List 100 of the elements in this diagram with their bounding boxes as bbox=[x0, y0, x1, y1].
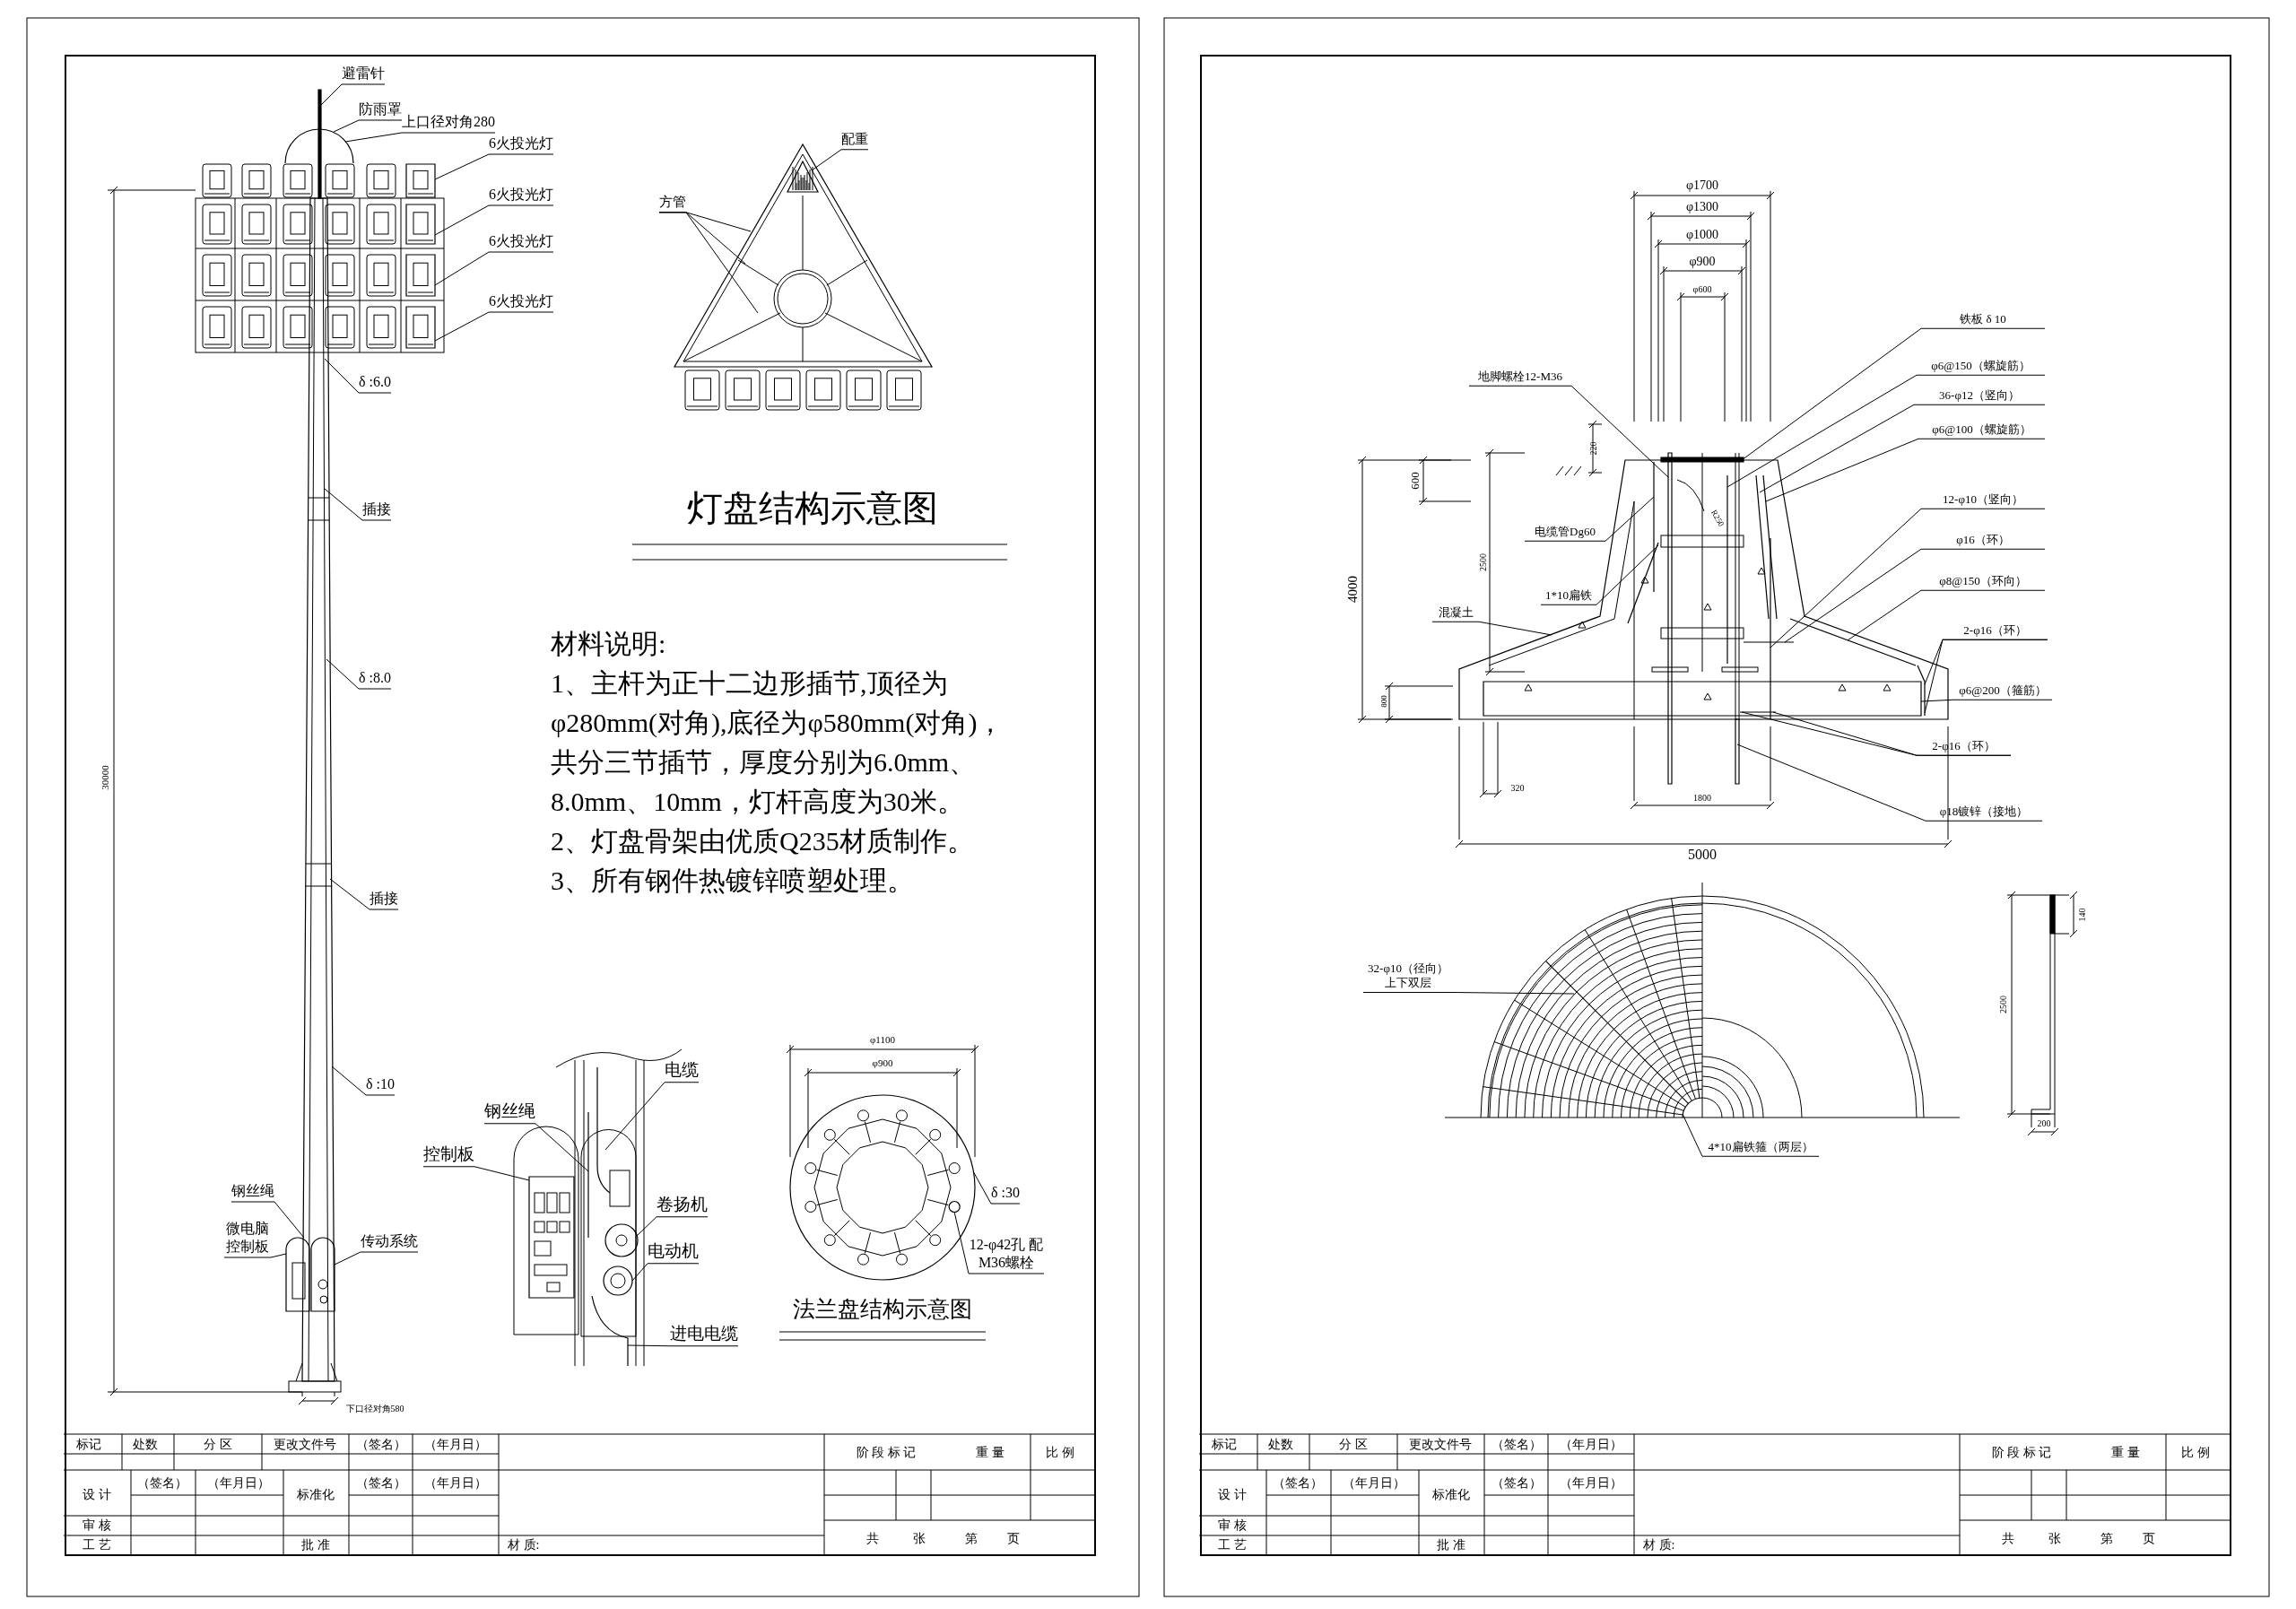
table-text: 分 区 bbox=[204, 1437, 232, 1453]
part-label: 2-φ16（环） bbox=[1963, 623, 2027, 637]
table-text: （签名） bbox=[1492, 1437, 1542, 1453]
part-label: 6火投光灯 bbox=[489, 233, 553, 248]
leader-line bbox=[1765, 438, 2046, 502]
leader-line bbox=[422, 1166, 530, 1181]
table-text: 阶 段 标 记 bbox=[856, 1445, 917, 1461]
drawing-title: 灯盘结构示意图 bbox=[687, 487, 938, 530]
table-text: （年月日） bbox=[424, 1437, 487, 1453]
table-text: （年月日） bbox=[207, 1475, 270, 1492]
ground-rod bbox=[1735, 718, 1740, 785]
dimension-label: 4000 bbox=[1344, 576, 1361, 603]
leader-line bbox=[333, 119, 403, 133]
leader-line bbox=[953, 1211, 1045, 1274]
part-label: δ :10 bbox=[366, 1076, 395, 1092]
part-label: 钢丝绳 bbox=[484, 1101, 535, 1120]
table-text: 页 bbox=[1007, 1531, 1020, 1547]
table-text: （签名） bbox=[356, 1475, 406, 1492]
leader-line bbox=[1924, 639, 2048, 714]
table-text: 材 质: bbox=[508, 1537, 540, 1553]
leader-line bbox=[230, 1201, 305, 1239]
table-text: 标准化 bbox=[297, 1487, 335, 1503]
table-text: 处数 bbox=[133, 1437, 158, 1453]
leader-line bbox=[1540, 544, 1659, 605]
dimension-label: φ1100 bbox=[870, 1034, 895, 1047]
table-text: 张 bbox=[913, 1531, 926, 1547]
table-text: 张 bbox=[2048, 1531, 2061, 1547]
ring-rebar bbox=[1917, 665, 1926, 717]
dimension-label: 2500 bbox=[1478, 553, 1489, 571]
dimension-label: φ1000 bbox=[1685, 227, 1719, 243]
table-text: 共 bbox=[866, 1531, 879, 1547]
table-text: 标记 bbox=[76, 1437, 101, 1453]
table-text: 更改文件号 bbox=[1409, 1437, 1472, 1453]
part-label: 防雨罩 bbox=[359, 101, 402, 117]
part-label: 1*10扁铁 bbox=[1545, 588, 1592, 602]
dimension-label: 320 bbox=[1510, 783, 1525, 794]
table-text: 阶 段 标 记 bbox=[1991, 1445, 2052, 1461]
part-label: 插接 bbox=[362, 501, 391, 517]
table-text: 更改文件号 bbox=[274, 1437, 336, 1453]
leader-line bbox=[1726, 374, 2046, 488]
wire-rope bbox=[587, 1111, 589, 1239]
dimension-label: 140 bbox=[2077, 908, 2088, 922]
table-text: 设 计 bbox=[1218, 1487, 1247, 1503]
part-label: 6火投光灯 bbox=[489, 135, 553, 151]
flat-iron bbox=[1627, 542, 1659, 624]
bolt-hole bbox=[948, 1200, 961, 1213]
table-text: （签名） bbox=[356, 1437, 406, 1453]
table-text: 处数 bbox=[1268, 1437, 1293, 1453]
part-label: δ :30 bbox=[991, 1185, 1020, 1200]
leader-line bbox=[434, 311, 554, 342]
winch-drum bbox=[604, 1223, 639, 1257]
part-label: 电动机 bbox=[648, 1241, 699, 1260]
leader-line bbox=[329, 878, 399, 910]
table-text: 审 核 bbox=[83, 1518, 111, 1534]
part-label: 电缆管Dg60 bbox=[1535, 525, 1596, 538]
part-label: 避雷针 bbox=[342, 65, 385, 81]
table-text: 第 bbox=[965, 1531, 978, 1547]
table-text: 分 区 bbox=[1339, 1437, 1368, 1453]
dimension-label: 下口径对角580 bbox=[345, 1404, 404, 1414]
leader-line bbox=[319, 83, 386, 107]
dimension-label: 220 bbox=[1588, 441, 1599, 456]
leader-line bbox=[331, 1065, 396, 1096]
part-label: 混凝土 bbox=[1438, 605, 1474, 619]
dimension-label: φ900 bbox=[872, 1057, 893, 1070]
table-text: 批 准 bbox=[1437, 1537, 1465, 1553]
hoop-rebar bbox=[1789, 618, 1917, 666]
dimension-label: φ1700 bbox=[1685, 178, 1719, 194]
part-label: 传动系统 bbox=[361, 1233, 418, 1248]
leader-line bbox=[326, 658, 392, 690]
hoop-ring bbox=[1682, 1097, 1703, 1118]
part-label: 4*10扁铁箍（两层） bbox=[1708, 1140, 1813, 1153]
table-text: 第 bbox=[2100, 1531, 2113, 1547]
table-text: （年月日） bbox=[1560, 1475, 1622, 1492]
table-text: 重 量 bbox=[2111, 1445, 2140, 1461]
note-text: 2、灯盘骨架由优质Q235材质制作。 bbox=[551, 825, 975, 857]
table-text: （签名） bbox=[1273, 1475, 1323, 1492]
lightning-rod bbox=[317, 89, 322, 199]
part-label: φ6@150（螺旋筋） bbox=[1931, 359, 2031, 372]
table-text: 批 准 bbox=[301, 1537, 330, 1553]
table-text: 工 艺 bbox=[83, 1537, 111, 1553]
leader-line bbox=[972, 1170, 1021, 1205]
leader-line bbox=[324, 358, 392, 394]
table-text: 标准化 bbox=[1432, 1487, 1470, 1503]
leader-line bbox=[1431, 621, 1552, 636]
part-label: 进电电缆 bbox=[670, 1324, 738, 1343]
power-cable bbox=[591, 1295, 629, 1367]
floodlight bbox=[405, 254, 436, 297]
leader-line bbox=[434, 251, 554, 286]
table-text: 重 量 bbox=[976, 1445, 1004, 1461]
dimension-label: 5000 bbox=[1688, 846, 1717, 864]
leader-line bbox=[1682, 1113, 1820, 1157]
leader-line bbox=[1736, 744, 2043, 822]
part-label: 12-φ10（竖向） bbox=[1943, 492, 2023, 506]
spiral-rebar bbox=[1762, 474, 1778, 620]
table-text: 页 bbox=[2143, 1531, 2155, 1547]
table-text: 工 艺 bbox=[1218, 1537, 1247, 1553]
part-label: φ18镀锌（接地） bbox=[1939, 804, 2029, 818]
table-text: 比 例 bbox=[1046, 1445, 1074, 1461]
part-label: 电缆 bbox=[665, 1060, 699, 1079]
dimension-label: 800 bbox=[1378, 695, 1389, 708]
